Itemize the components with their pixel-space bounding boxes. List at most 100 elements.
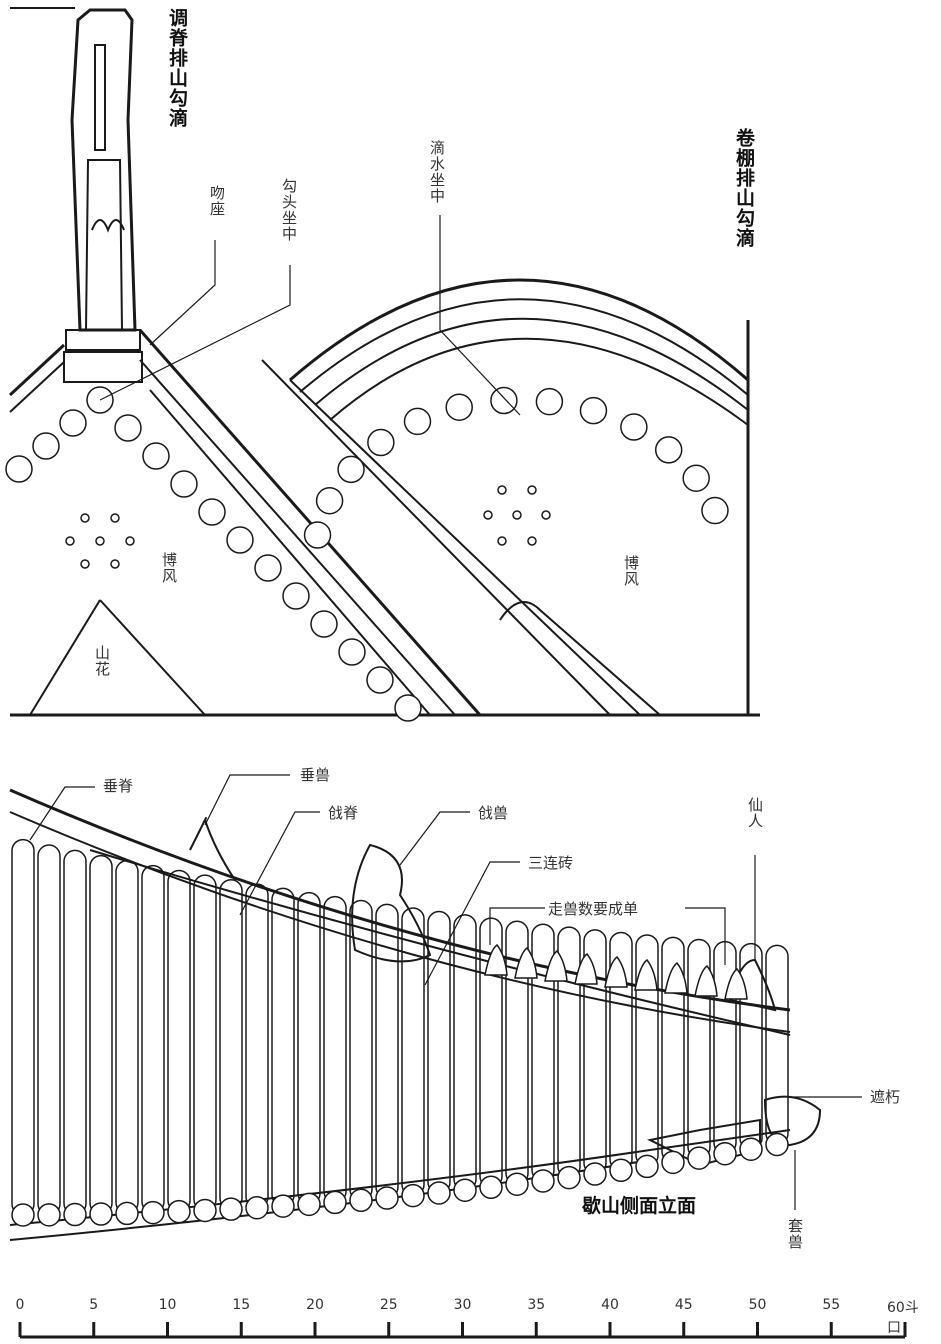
tile-end [401,1183,425,1208]
ridge-beast [694,964,718,997]
roof-tile [167,869,191,1213]
roof-tile [401,907,425,1197]
tile-end [63,1202,87,1227]
tile-end [271,1194,295,1218]
tile-end [453,1178,477,1202]
roof-tiles [11,838,789,1227]
label-shanhua: 山花 [93,645,111,677]
tile-end [245,1195,269,1220]
ridge-beasts [484,943,748,1000]
eave-tile-beads [5,386,729,722]
tile-end [115,1201,139,1226]
scale-tick-label: 30 [453,1297,472,1313]
vent-holes [65,485,551,569]
scale-tick-label: 55 [822,1297,841,1313]
scale-tick-label: 20 [306,1297,324,1313]
label-goutou: 勾头坐中 [280,178,298,242]
tile-end [765,1132,789,1157]
ridge-beast [514,946,538,979]
roof-tile [89,854,113,1215]
tile-bead [226,526,254,554]
roof-tile [375,903,399,1199]
label-chuiji: 垂脊 [103,777,134,795]
roof-tile [739,942,763,1150]
tile-end [583,1162,607,1186]
tile-end [349,1188,373,1213]
tile-bead [114,414,142,442]
tile-bead [535,387,564,416]
scale-tick-label: 5 [89,1297,99,1313]
ridge-beast [724,967,748,1000]
label-qiangshou: 戗兽 [478,804,509,822]
roof-tile [11,838,35,1216]
roof-tile [427,910,451,1194]
label-zhexiu: 遮朽 [870,1088,901,1106]
tile-bead [254,554,282,582]
tile-end [297,1192,321,1217]
ridge-beast [544,949,568,982]
title-right: 卷棚排山勾滴 [733,128,755,248]
tile-bead [701,496,729,525]
ridge-beast [484,943,508,976]
scale-tick-label: 50 [748,1297,767,1313]
label-xianren: 仙人 [746,797,764,829]
label-chuishou: 垂兽 [300,766,331,784]
scale-tick-label: 15 [232,1297,251,1313]
tile-bead [59,409,87,437]
tile-end [479,1175,503,1200]
scale-tick-label: 40 [601,1297,619,1313]
ridge-finial [10,7,143,383]
tile-bead [445,393,473,421]
leader-lines [29,215,862,1210]
tile-end [193,1198,217,1223]
title-left: 调脊排山勾滴 [166,8,188,128]
tile-bead [32,432,60,460]
tile-end [219,1197,243,1221]
scale-bar [18,1322,907,1339]
tile-bead [198,498,226,526]
tile-bead [310,610,338,638]
tile-bead [366,666,394,694]
tile-bead [315,486,344,515]
tile-bead [620,413,648,441]
roof-tile [297,891,321,1206]
roof-tile [765,944,789,1146]
tile-bead [579,396,608,425]
label-qiangji: 戗脊 [328,804,359,822]
tile-end [635,1154,659,1179]
ridge-beast [634,958,658,991]
scale-tick-label: 35 [527,1297,546,1313]
tile-end [557,1165,581,1190]
roof-ridge [9,788,822,1241]
ridge-beast [604,955,628,988]
tile-end [531,1169,555,1193]
tile-bead [303,521,332,549]
tile-end [713,1141,737,1166]
label-bofeng-right: 博风 [622,555,640,587]
tile-end [687,1146,711,1170]
label-bofeng-left: 博风 [160,552,178,584]
tile-end [11,1203,35,1227]
tile-end [609,1158,633,1183]
tile-bead [282,582,310,610]
label-sanlianzhuan: 三连砖 [528,854,574,872]
tile-end [37,1203,61,1227]
tile-bead [367,428,395,457]
roof-tile [323,895,347,1204]
scale-tick-label: 10 [158,1297,177,1313]
scale-tick-label: 45 [674,1297,693,1313]
ridge-beast [664,961,688,994]
tile-end [89,1202,113,1226]
tile-bead [337,455,365,484]
tile-end [375,1186,399,1210]
roof-tile [193,874,217,1212]
tile-bead [170,470,198,498]
tile-bead [490,386,518,415]
scale-tick-label: 0 [15,1297,25,1313]
tile-bead [142,442,170,470]
gable-slopes [8,329,661,716]
roof-tile [115,859,139,1215]
tile-bead [338,638,366,666]
tile-end [167,1199,191,1224]
